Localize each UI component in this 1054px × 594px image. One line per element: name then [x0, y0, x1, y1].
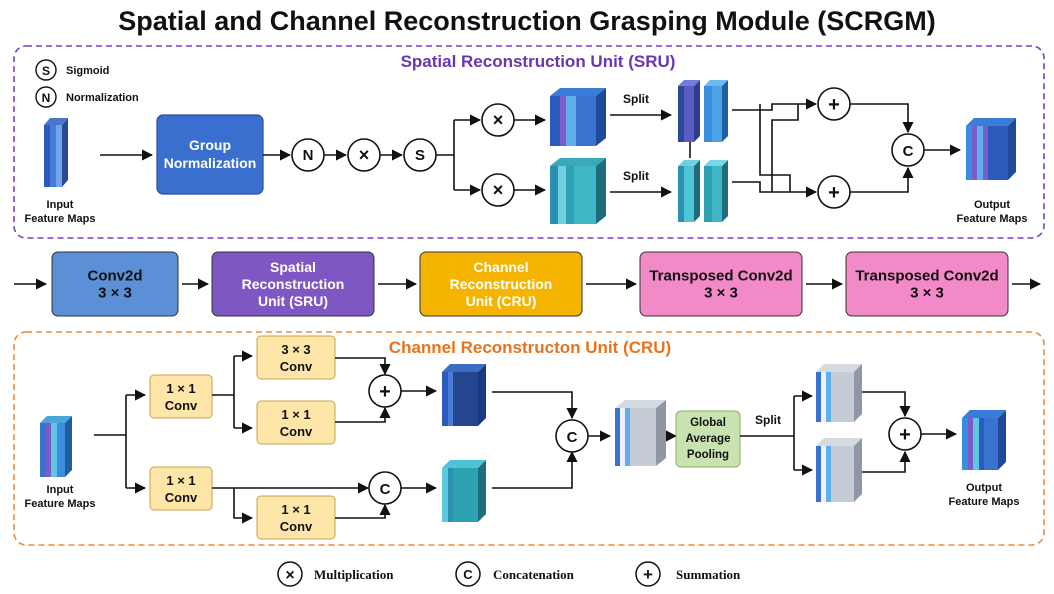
multiplication-legend-label: Multiplication	[314, 567, 394, 582]
cru-conv-1x1-lower-label-1: 1 × 1	[281, 502, 310, 517]
sru-border	[13, 45, 1045, 239]
summation-legend-icon	[635, 561, 661, 587]
pipeline-box-transposed-conv2d-2	[845, 251, 1009, 317]
pipeline-box-conv2d-label-2: 3 × 3	[98, 285, 132, 302]
cru-concat-op-lower-symbol: C	[380, 481, 391, 498]
pipeline-box-transposed-conv2d-1	[639, 251, 803, 317]
global-average-pooling-box	[675, 410, 741, 468]
pipeline-box-cru	[419, 251, 583, 317]
pipeline-box-cru-label-1: Channel	[473, 259, 528, 275]
pipeline-box-conv2d	[51, 251, 179, 317]
cru-title: Channel Reconstructon Unit (CRU)	[389, 338, 671, 357]
cru-conv-1x1-top	[149, 374, 213, 419]
multiplication-legend-icon	[277, 561, 303, 587]
cru-sum-op-symbol: +	[379, 381, 391, 403]
cru-concat-op-symbol: C	[567, 429, 578, 446]
cru-input-feature-maps	[40, 416, 72, 477]
concatenation-legend-icon	[455, 561, 481, 587]
cru-input-label-1: Input	[47, 484, 74, 496]
pipeline-box-cru-label-2: Reconstruction	[450, 276, 553, 292]
pipeline-box-sru-label-1: Spatial	[270, 259, 316, 275]
cru-border	[13, 331, 1045, 546]
normalization-op-symbol: N	[303, 147, 314, 164]
sigmoid-op-symbol: S	[415, 147, 425, 164]
cru-conv-3x3-label-1: 3 × 3	[281, 342, 310, 357]
cru-output-label-2: Feature Maps	[949, 496, 1020, 508]
normalization-legend-label: Normalization	[66, 92, 139, 104]
multiply-op-bottom-symbol: ×	[493, 180, 504, 200]
multiplication-legend-symbol: ×	[285, 567, 294, 584]
concatenation-legend-symbol: C	[463, 567, 473, 582]
cru-split-feature-maps-top	[816, 364, 862, 422]
cru-conv-1x1-top-label-1: 1 × 1	[166, 381, 195, 396]
summation-legend-symbol: +	[643, 565, 653, 584]
pipeline-box-sru	[211, 251, 375, 317]
cru-conv-1x1-bottom-label-1: 1 × 1	[166, 473, 195, 488]
sru-output-feature-maps	[966, 118, 1016, 180]
sru-split-label-bottom: Split	[623, 169, 649, 183]
sum-op-top-symbol: +	[828, 94, 840, 116]
group-normalization-label-1: Group	[189, 137, 231, 153]
pipeline-box-transposed-conv2d-2-label-1: Transposed Conv2d	[855, 268, 998, 285]
cru-input-label-2: Feature Maps	[25, 498, 96, 510]
sigmoid-legend-symbol: S	[42, 64, 50, 78]
normalization-legend-icon	[35, 86, 57, 108]
cru-upper-feature-maps	[442, 364, 486, 426]
pipeline-box-transposed-conv2d-1-label-1: Transposed Conv2d	[649, 268, 792, 285]
sru-input-feature-maps	[44, 118, 68, 187]
main-title: Spatial and Channel Reconstruction Grasp…	[118, 6, 936, 36]
cru-conv-1x1-mid-label-2: Conv	[280, 424, 313, 439]
pipeline-box-transposed-conv2d-2-label-2: 3 × 3	[910, 285, 944, 302]
sigmoid-legend-label: Sigmoid	[66, 65, 109, 77]
multiply-op-symbol: ×	[359, 145, 370, 165]
cru-split-feature-maps-bottom	[816, 438, 862, 502]
multiply-op-top-symbol: ×	[493, 110, 504, 130]
cru-conv-1x1-mid-label-1: 1 × 1	[281, 407, 310, 422]
sru-input-label-2: Feature Maps	[25, 213, 96, 225]
sru-weighted-feature-maps-top	[550, 88, 606, 146]
pipeline-box-conv2d-label-1: Conv2d	[87, 268, 142, 285]
pipeline-box-cru-label-3: Unit (CRU)	[466, 293, 537, 309]
sru-split-pieces-bottom	[678, 160, 728, 222]
sru-output-label-2: Feature Maps	[957, 213, 1028, 225]
sru-title: Spatial Reconstruction Unit (SRU)	[401, 52, 676, 71]
cru-final-sum-op-symbol: +	[899, 424, 911, 446]
normalization-legend-symbol: N	[42, 91, 51, 105]
cru-split-label: Split	[755, 413, 781, 427]
cru-conv-1x1-top-label-2: Conv	[165, 398, 198, 413]
sigmoid-legend-icon	[35, 59, 57, 81]
pipeline-box-transposed-conv2d-1-label-2: 3 × 3	[704, 285, 738, 302]
group-normalization-label-2: Normalization	[164, 155, 257, 171]
cru-conv-1x1-lower-label-2: Conv	[280, 519, 313, 534]
cru-output-label-1: Output	[966, 482, 1002, 494]
sru-split-pieces-top	[678, 80, 728, 142]
cru-conv-1x1-bottom-label-2: Conv	[165, 490, 198, 505]
gap-label-2: Average	[686, 433, 731, 445]
pipeline-box-sru-label-3: Unit (SRU)	[258, 293, 328, 309]
gap-label-1: Global	[690, 417, 726, 429]
sru-output-label-1: Output	[974, 199, 1010, 211]
cru-output-feature-maps	[962, 410, 1006, 470]
cru-lower-feature-maps	[442, 460, 486, 522]
sum-op-bottom-symbol: +	[828, 182, 840, 204]
pipeline-box-sru-label-2: Reconstruction	[242, 276, 345, 292]
summation-legend-label: Summation	[676, 567, 741, 582]
sru-weighted-feature-maps-bottom	[550, 158, 606, 224]
concat-op-sru-symbol: C	[903, 143, 914, 160]
cru-conv-3x3-label-2: Conv	[280, 359, 313, 374]
concatenation-legend-label: Concatenation	[493, 567, 575, 582]
cru-concat-feature-maps	[615, 400, 666, 466]
sru-input-label-1: Input	[47, 199, 74, 211]
gap-label-3: Pooling	[687, 449, 729, 461]
sru-split-label-top: Split	[623, 92, 649, 106]
